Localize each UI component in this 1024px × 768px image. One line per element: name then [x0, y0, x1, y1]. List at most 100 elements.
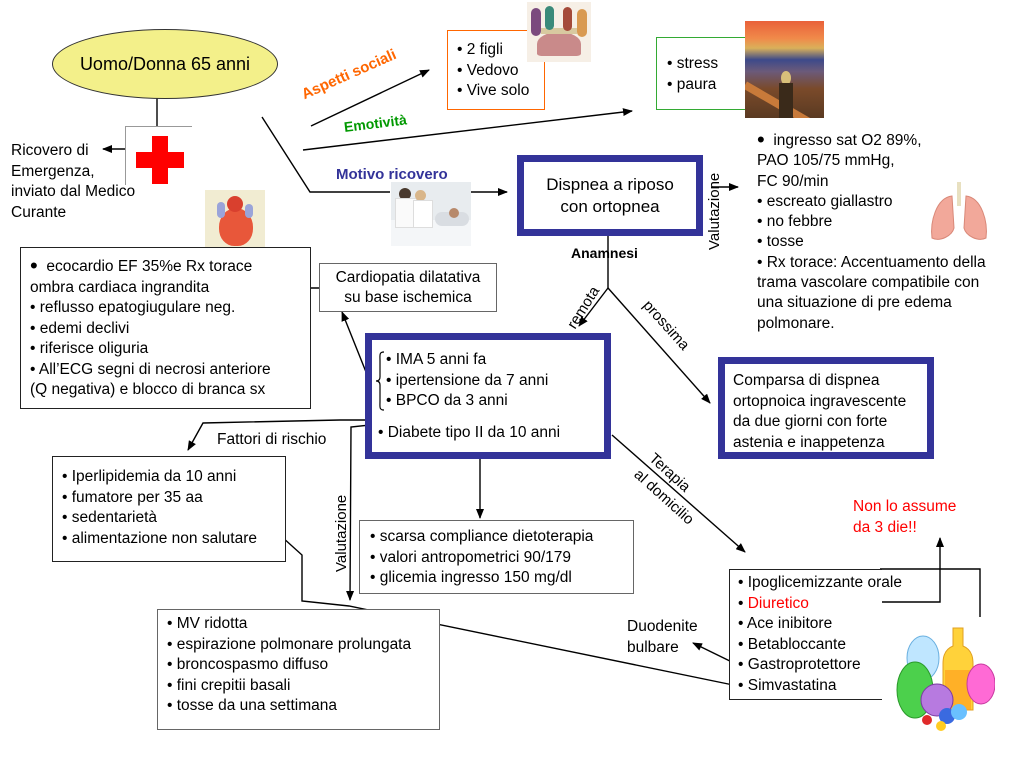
main-problem-line: Dispnea a riposo [546, 174, 674, 194]
prossima-line: astenia e inappetenza [733, 433, 885, 451]
remota-item: BPCO da 3 anni [386, 391, 604, 412]
prossima-line: ortopnoica ingravescente [733, 392, 907, 410]
side-effect-line: bulbare [627, 638, 679, 656]
valutazione-left-item: fini crepitii basali [167, 676, 439, 697]
valutazione-right-item: una situazione di pre edema [757, 294, 952, 312]
diabetes-eval-item: glicemia ingresso 150 mg/dl [370, 568, 633, 589]
admission-line: Curante [11, 203, 67, 221]
admission-label: Ricovero di Emergenza, inviato dal Medic… [11, 141, 135, 223]
valutazione-right-item: • escreato giallastro [757, 192, 893, 210]
anamnesi-label: Anamnesi [571, 245, 638, 261]
side-effect-label: Duodenite bulbare [627, 617, 698, 658]
cardio-finding: (Q negativa) e blocco di branca sx [30, 381, 266, 398]
remota-bracket-group: IMA 5 anni fa ipertensione da 7 anni BPC… [376, 350, 604, 412]
valutazione-right-item: trama vascolare compatibile con [757, 274, 980, 292]
therapy-note: Non lo assume da 3 die!! [853, 497, 956, 538]
therapy-item-text: Betabloccante [747, 635, 846, 653]
risk-factors-label: Fattori di rischio [217, 431, 327, 448]
social-item: Vive solo [457, 81, 544, 102]
prossima-line: Comparsa di dispnea [733, 372, 880, 389]
red-cross-card [125, 126, 192, 185]
valutazione-right-item: FC 90/min [757, 172, 829, 190]
therapy-item-text: Gastroprotettore [747, 656, 861, 673]
cardio-finding-text: ecocardio EF 35%e Rx torace [46, 258, 253, 275]
admission-line: inviato dal Medico [11, 183, 136, 200]
therapy-item: • Betabloccante [738, 635, 846, 653]
therapy-note-line: Non lo assume [853, 498, 957, 515]
valutazione-right-item: • tosse [757, 233, 804, 251]
risk-factor: Iperlipidemia da 10 anni [62, 467, 285, 488]
emotion-box: stress paura [656, 37, 748, 110]
diabetes-eval-item: valori antropometrici 90/179 [370, 548, 633, 569]
therapy-list: • Ipoglicemizzante orale • Diuretico • A… [738, 573, 902, 696]
diabetes-eval-item: scarsa compliance dietoterapia [370, 527, 633, 548]
therapy-note-line: da 3 die!! [853, 518, 917, 536]
valutazione-right-item: • no febbre [757, 213, 833, 231]
prossima-line: da due giorni con forte [733, 413, 888, 430]
therapy-item: • Simvastatina [738, 676, 837, 694]
remota-diabetes: • Diabete tipo II da 10 anni [378, 423, 561, 441]
admission-line: Ricovero di [11, 142, 89, 159]
main-problem-box: Dispnea a riposo con ortopnea [517, 155, 703, 236]
therapy-box [729, 569, 882, 700]
heart-illustration [205, 190, 265, 254]
hospital-bed-photo [391, 182, 471, 246]
valutazione-right-item: polmonare. [757, 314, 835, 332]
red-cross-icon [136, 136, 184, 184]
therapy-item: • Ipoglicemizzante orale [738, 574, 902, 591]
emotion-item: stress [667, 54, 747, 75]
valutazione-left-item: MV ridotta [167, 614, 439, 635]
cardiopatia-box: Cardiopatia dilatativa su base ischemica [319, 263, 497, 312]
social-item: 2 figli [457, 40, 544, 61]
valutazione-right-label: Valutazione [706, 172, 723, 250]
lungs-illustration [931, 182, 987, 240]
emotion-label: Emotività [343, 111, 408, 135]
valutazione-right-text: ingresso sat O2 89%, [773, 132, 922, 149]
therapy-item: • Gastroprotettore [738, 656, 861, 673]
remota-diabetes-text: Diabete tipo II da 10 anni [387, 423, 561, 441]
side-effect-line: Duodenite [627, 618, 698, 635]
root-label: Uomo/Donna 65 anni [79, 53, 251, 74]
cardio-findings-box: • ecocardio EF 35%e Rx torace ombra card… [20, 247, 311, 409]
remota-box: IMA 5 anni fa ipertensione da 7 anni BPC… [365, 333, 611, 459]
valutazione-right-item: • ingresso sat O2 89%, [757, 127, 922, 152]
therapy-item-text: Simvastatina [747, 676, 837, 694]
valutazione-left-item: broncospasmo diffuso [167, 655, 439, 676]
cardiopatia-line: su base ischemica [344, 289, 472, 306]
prossima-label: prossima [639, 297, 693, 354]
brace-icon [376, 351, 385, 411]
social-label: Aspetti sociali [299, 46, 399, 103]
root-node: Uomo/Donna 65 anni [52, 29, 278, 99]
valutazione-left-item: espirazione polmonare prolungata [167, 635, 439, 656]
valutazione-left-label: Valutazione [333, 494, 350, 572]
reason-label: Motivo ricovero [336, 166, 448, 183]
therapy-item-text: Diuretico [747, 594, 809, 612]
cardio-finding: • All’ECG segni di necrosi anteriore [30, 360, 271, 378]
cardio-finding: • edemi declivi [30, 319, 130, 337]
therapy-item-text: Ace inibitore [746, 615, 833, 632]
risk-factor: alimentazione non salutare [62, 529, 285, 550]
valutazione-right-item: • Rx torace: Accentuamento della [757, 253, 986, 271]
prossima-box: Comparsa di dispnea ortopnoica ingravesc… [718, 357, 934, 459]
remota-label: remota [564, 283, 604, 333]
valutazione-left-box: MV ridotta espirazione polmonare prolung… [157, 609, 440, 730]
the-scream-painting [745, 21, 824, 118]
cardio-finding: • reflusso epatogiugulare neg. [30, 299, 236, 316]
admission-line: Emergenza, [11, 162, 95, 180]
valutazione-right-list: • ingresso sat O2 89%, PAO 105/75 mmHg, … [757, 127, 986, 334]
diabetes-eval-box: scarsa compliance dietoterapia valori an… [359, 520, 634, 594]
social-item: Vedovo [457, 61, 544, 82]
cardio-finding: • ecocardio EF 35%e Rx torace [30, 253, 253, 278]
main-problem-line: con ortopnea [560, 196, 660, 216]
cardio-finding: ombra cardiaca ingrandita [30, 278, 210, 296]
valutazione-left-item: tosse da una settimana [167, 696, 439, 717]
pills-cartoon [896, 627, 995, 731]
risk-factor: fumatore per 35 aa [62, 488, 285, 509]
remota-item: ipertensione da 7 anni [386, 371, 604, 392]
risk-factor: sedentarietà [62, 508, 285, 529]
therapy-item-text: Ipoglicemizzante orale [747, 574, 902, 591]
valutazione-right-item: PAO 105/75 mmHg, [757, 152, 895, 170]
risk-factors-box: Iperlipidemia da 10 anni fumatore per 35… [52, 456, 286, 562]
therapy-item: • Ace inibitore [738, 615, 833, 632]
cardio-finding: • riferisce oliguria [30, 340, 149, 357]
